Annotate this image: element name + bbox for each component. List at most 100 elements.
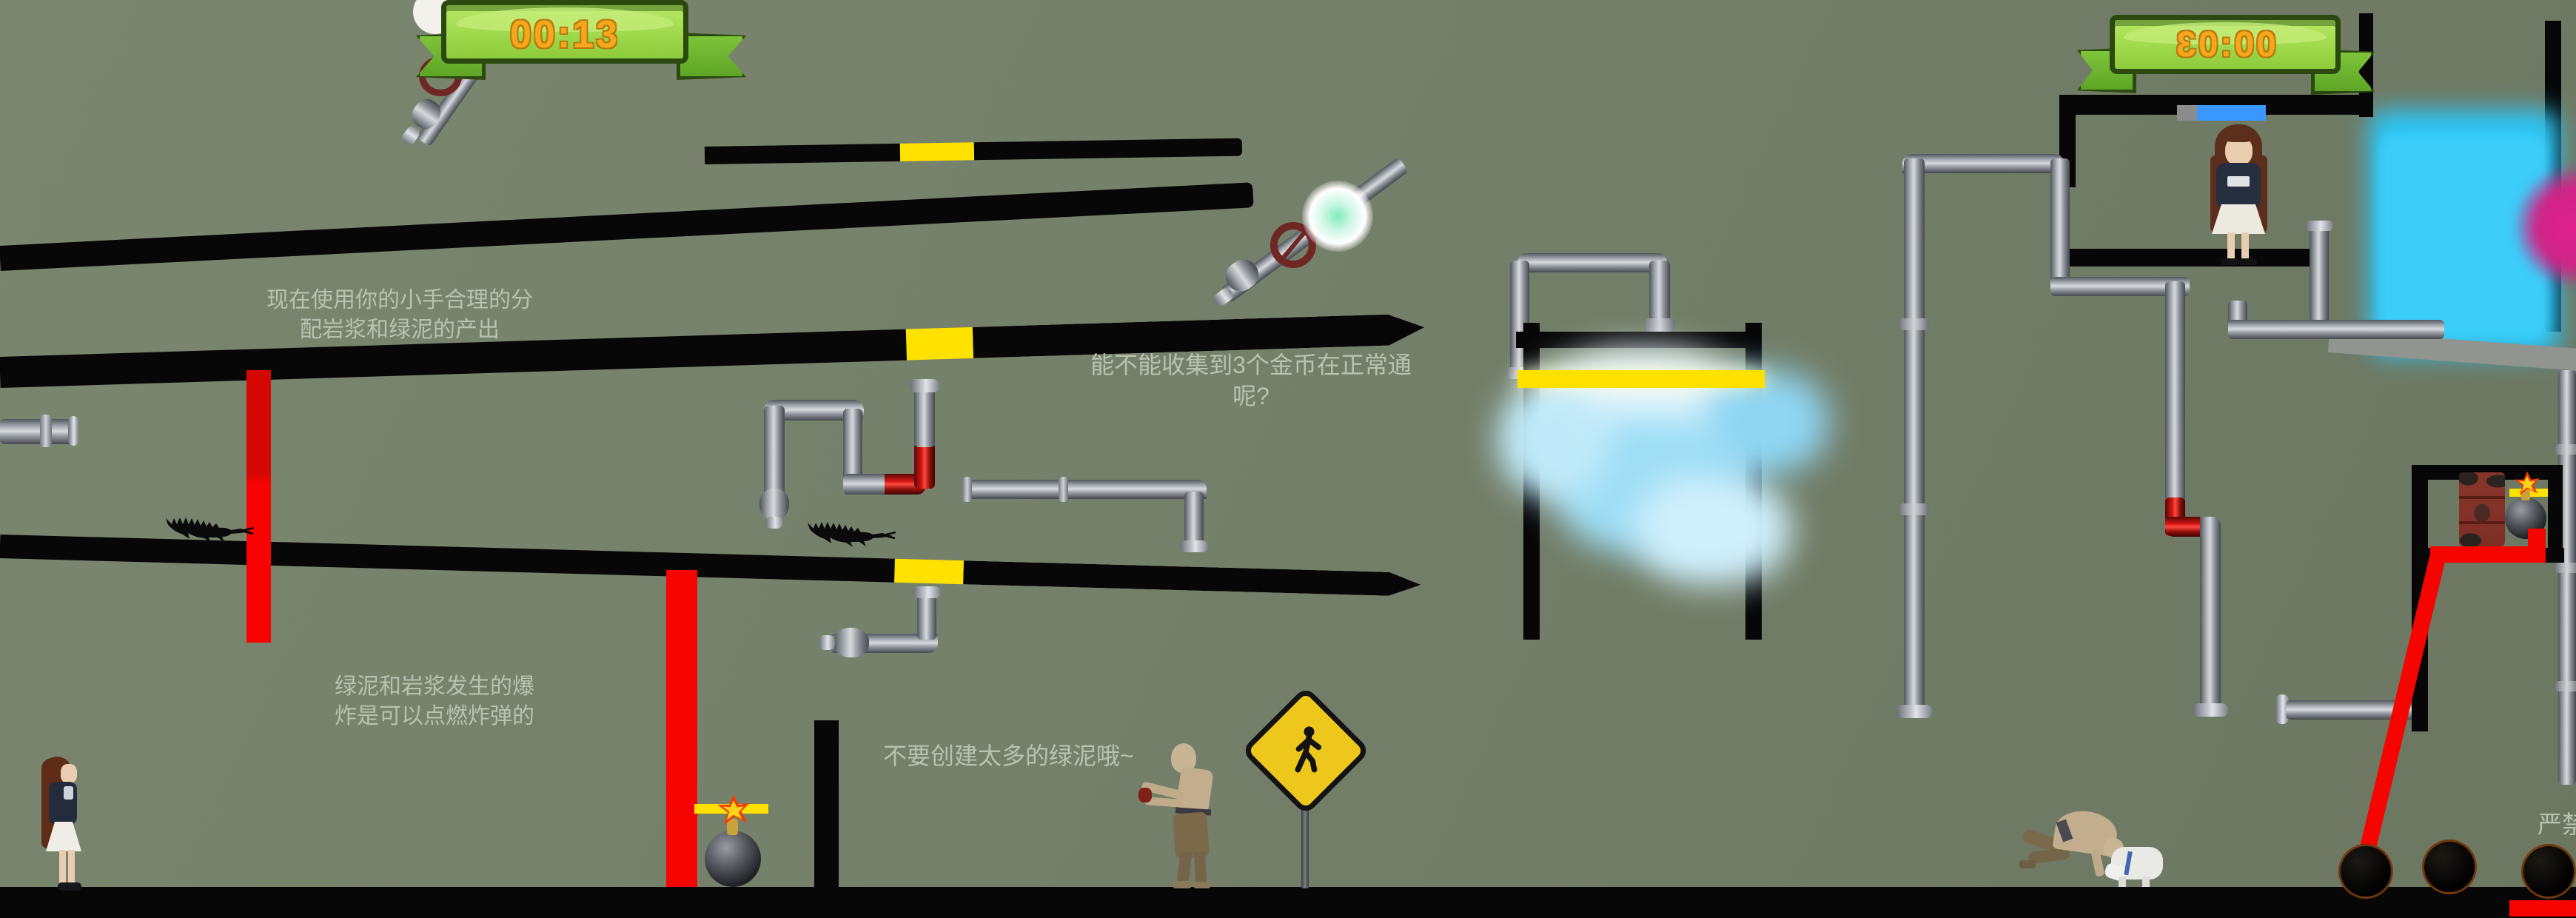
girl-upper-right[interactable]	[2193, 123, 2289, 265]
pipe	[1902, 154, 2064, 173]
pipe	[2050, 158, 2070, 296]
platform-segment	[704, 143, 901, 164]
wall	[814, 720, 839, 891]
platform-segment	[963, 560, 1421, 597]
lava-hose	[2509, 900, 2576, 917]
pipe	[2228, 320, 2444, 339]
box-right-wall	[2548, 465, 2563, 563]
hatch-yellow[interactable]	[899, 142, 975, 161]
barrel-band	[2459, 521, 2505, 524]
banner-plate: 00:03	[2110, 15, 2341, 74]
pipe	[1184, 492, 1204, 543]
foot	[1173, 881, 1192, 888]
pipe-coupler	[1899, 318, 1929, 330]
platform-upper-left	[0, 182, 1254, 271]
pipe-mouth-down	[2193, 703, 2228, 717]
pipe	[2200, 540, 2221, 709]
hint-coins: 能不能收集到3个金币在正常通 呢?	[1090, 352, 1412, 410]
goat-leg	[2142, 877, 2150, 887]
steam-cloud	[1498, 385, 1609, 496]
goat-leg	[2119, 877, 2126, 887]
lava-column	[246, 370, 271, 643]
pipe-coupler	[1645, 318, 1674, 332]
pipe-coupler	[2555, 681, 2576, 691]
timer-right: 00:03	[2174, 25, 2276, 64]
pipe-coupler	[2555, 563, 2576, 573]
pipe-red-elbow	[914, 443, 935, 489]
skirt	[2212, 204, 2265, 234]
lava-hose	[2430, 546, 2546, 563]
face	[61, 764, 77, 783]
red-barrel[interactable]	[2459, 472, 2505, 546]
barrel-band	[2459, 496, 2505, 499]
hatch-yellow[interactable]	[905, 326, 974, 361]
girl-bottom-left[interactable]	[30, 757, 89, 891]
pipe	[2165, 281, 2185, 509]
pipe-nozzle	[400, 124, 422, 147]
pipe-coupler	[40, 415, 52, 447]
zombie-fallen-group[interactable]	[2019, 805, 2163, 893]
dark-orb[interactable]	[2338, 844, 2393, 899]
pipe-cap	[68, 416, 78, 446]
leg	[1193, 851, 1207, 885]
sign-pole	[1301, 792, 1309, 888]
banner-plate: 00:13	[441, 0, 688, 64]
shoe	[2221, 258, 2238, 265]
pipe-nozzle	[819, 635, 835, 650]
room-floor	[2059, 249, 2317, 267]
bomb[interactable]	[705, 831, 761, 887]
fuse-spark-icon	[2514, 471, 2540, 496]
pipe	[1517, 253, 1667, 272]
dark-orb[interactable]	[2422, 840, 2477, 894]
pipe	[764, 406, 785, 497]
pipe-mouth-down	[1896, 705, 1932, 718]
hatch-yellow[interactable]	[894, 558, 964, 585]
pipe	[917, 595, 936, 640]
room-floor-pipe-cap	[2305, 221, 2333, 231]
pipe-mouth-up	[910, 379, 939, 392]
hatch-yellow-wide[interactable]	[1517, 370, 1765, 388]
steam-cloud	[1636, 474, 1791, 585]
pipe	[1904, 158, 1925, 712]
bomb-fuse	[727, 819, 738, 835]
banner-gloss	[455, 7, 674, 32]
left-edge-pipe	[0, 419, 74, 444]
pipe-coupler	[2555, 444, 2576, 455]
green-orb[interactable]	[1302, 181, 1373, 252]
leg	[59, 850, 66, 885]
pipe	[962, 480, 1195, 499]
banner-gloss	[2123, 21, 2327, 44]
health-bar-fill	[2197, 105, 2266, 121]
pipe-coupler	[962, 477, 972, 502]
hint-edge-fragment: 严禁	[2538, 811, 2576, 838]
leg	[2241, 232, 2249, 261]
pipe-mouth-up	[913, 586, 941, 598]
platform-thin-top	[704, 138, 1243, 164]
platform-segment	[0, 535, 895, 583]
platform-segment	[973, 138, 1243, 161]
timer-banner-right: 00:03	[2077, 6, 2375, 95]
zombie-standing[interactable]	[1138, 740, 1236, 888]
timer-left: 00:13	[510, 13, 620, 56]
pipe-valve-body	[759, 489, 789, 520]
dark-orb[interactable]	[2521, 844, 2576, 899]
health-bar-empty	[2177, 105, 2197, 121]
sweater-patch	[2227, 176, 2250, 187]
pipe-coupler	[1059, 477, 1068, 502]
bloody-hand	[1138, 788, 1152, 803]
lizard-creature[interactable]	[159, 512, 266, 546]
collar	[64, 786, 73, 800]
pipe-valve-body	[833, 628, 869, 657]
pipe-coupler	[1899, 503, 1929, 515]
lizard-creature[interactable]	[801, 517, 908, 551]
pipe-mouth-down	[1180, 540, 1208, 552]
timer-banner-left: 00:13	[412, 0, 746, 83]
shoe	[2239, 258, 2257, 265]
foot	[2019, 860, 2036, 868]
pipe	[843, 409, 862, 483]
valve-wheel[interactable]	[1270, 222, 1316, 268]
health-bar	[2177, 105, 2266, 121]
hint-explosion: 绿泥和岩浆发生的爆 炸是可以点燃炸弹的	[335, 674, 534, 728]
foot	[1193, 882, 1211, 888]
